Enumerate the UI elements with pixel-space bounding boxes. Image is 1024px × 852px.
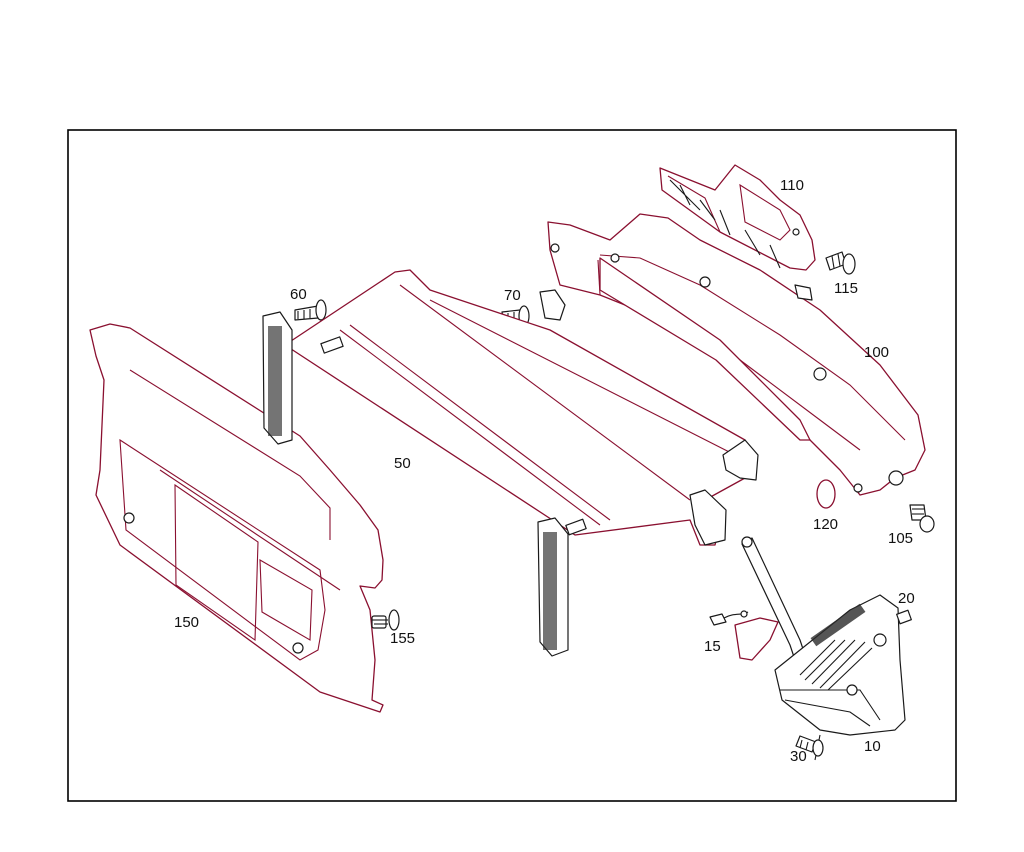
label-60: 60 xyxy=(290,286,307,303)
part-50-left-guide xyxy=(262,311,293,445)
label-30: 30 xyxy=(790,748,807,765)
label-110: 110 xyxy=(780,177,804,194)
part-155-clip[interactable] xyxy=(371,609,400,631)
part-20-nut[interactable] xyxy=(896,609,912,625)
label-10: 10 xyxy=(864,738,881,755)
part-30-bolt[interactable] xyxy=(795,735,824,757)
part-105-bolt[interactable] xyxy=(909,504,935,533)
label-50: 50 xyxy=(394,455,411,472)
label-20: 20 xyxy=(898,590,915,607)
diagram-frame xyxy=(67,129,957,802)
label-120: 120 xyxy=(813,516,838,533)
part-15-cable[interactable] xyxy=(709,610,779,661)
label-105: 105 xyxy=(888,530,913,547)
part-115-screw[interactable] xyxy=(825,251,856,275)
label-155: 155 xyxy=(390,630,415,647)
part-150-rear-panel[interactable] xyxy=(89,323,384,713)
part-60-screw[interactable] xyxy=(294,299,327,321)
label-100: 100 xyxy=(864,344,889,361)
part-10-hinge-mechanism[interactable] xyxy=(741,536,906,761)
part-110-bracket[interactable] xyxy=(659,164,816,301)
label-150: 150 xyxy=(174,614,199,631)
part-100-trim-rail[interactable] xyxy=(547,213,926,496)
part-120-plug[interactable] xyxy=(816,479,836,509)
label-115: 115 xyxy=(834,280,858,297)
label-70: 70 xyxy=(504,287,521,304)
part-50-right-guide xyxy=(537,517,569,657)
label-15: 15 xyxy=(704,638,721,655)
part-50-roller-cover[interactable] xyxy=(284,269,759,546)
